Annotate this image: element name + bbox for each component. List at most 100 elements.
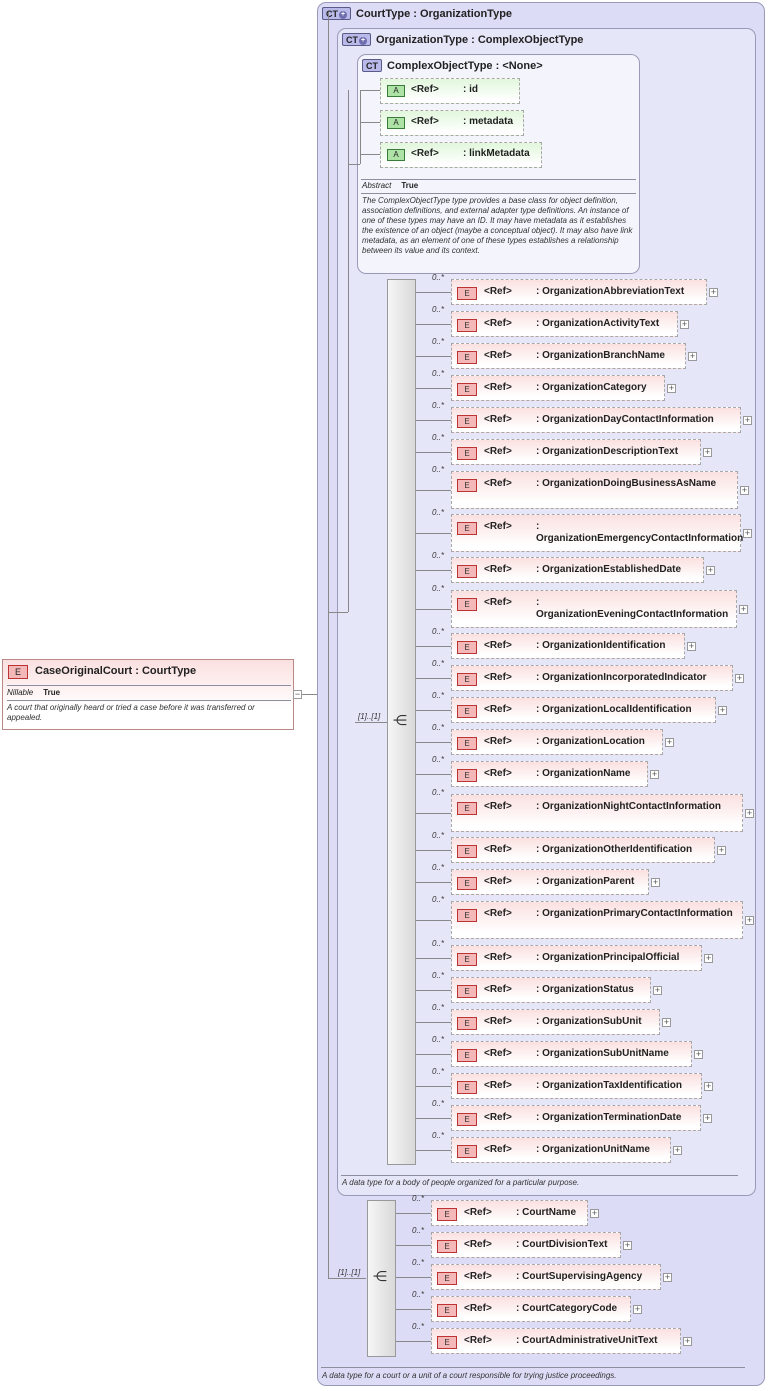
- element-box[interactable]: E<Ref>: OrganizationAbbreviationText: [451, 279, 707, 305]
- element-box[interactable]: E<Ref>: OrganizationOtherIdentification: [451, 837, 715, 863]
- ref-label: <Ref>: [464, 1271, 492, 1282]
- multiplicity: 0..*: [432, 1131, 445, 1140]
- element-box[interactable]: E<Ref>: OrganizationEstablishedDate: [451, 557, 704, 583]
- expand-toggle[interactable]: +: [709, 287, 718, 297]
- expand-toggle[interactable]: +: [745, 808, 754, 818]
- element-icon: E: [457, 351, 477, 364]
- ref-label: <Ref>: [484, 446, 512, 457]
- element-box[interactable]: E<Ref>: CourtCategoryCode: [431, 1296, 631, 1322]
- multiplicity: 0..*: [432, 895, 445, 904]
- complex-type-icon: CT+: [322, 7, 351, 20]
- expand-toggle[interactable]: +: [718, 705, 727, 715]
- expand-toggle[interactable]: +: [703, 1113, 712, 1123]
- element-box[interactable]: E<Ref>: OrganizationLocation: [451, 729, 663, 755]
- element-box[interactable]: E<Ref>: OrganizationDayContactInformatio…: [451, 407, 741, 433]
- ref-label: <Ref>: [464, 1239, 492, 1250]
- element-box[interactable]: E<Ref>: OrganizationSubUnit: [451, 1009, 660, 1035]
- expand-toggle[interactable]: +: [739, 604, 748, 614]
- expand-toggle[interactable]: +: [651, 877, 660, 887]
- element-icon: E: [457, 565, 477, 578]
- expand-toggle[interactable]: +: [743, 415, 752, 425]
- expand-toggle[interactable]: +: [623, 1240, 632, 1250]
- ref-label: <Ref>: [484, 521, 512, 532]
- expand-toggle[interactable]: +: [745, 915, 754, 925]
- element-name: : OrganizationSubUnit: [536, 1016, 642, 1027]
- element-box[interactable]: E<Ref>: OrganizationEmergencyContactInfo…: [451, 514, 743, 552]
- element-box[interactable]: E<Ref>: OrganizationUnitName: [451, 1137, 671, 1163]
- element-box[interactable]: E<Ref>: CourtAdministrativeUnitText: [431, 1328, 681, 1354]
- element-box[interactable]: E<Ref>: OrganizationStatus: [451, 977, 651, 1003]
- element-box[interactable]: E<Ref>: OrganizationActivityText: [451, 311, 678, 337]
- expand-toggle[interactable]: +: [665, 737, 674, 747]
- attribute-box[interactable]: A<Ref>: linkMetadata: [380, 142, 542, 168]
- expand-toggle[interactable]: +: [687, 641, 696, 651]
- element-icon: E: [457, 1017, 477, 1030]
- attribute-box[interactable]: A<Ref>: id: [380, 78, 520, 104]
- element-box[interactable]: E<Ref>: OrganizationSubUnitName: [451, 1041, 692, 1067]
- element-box[interactable]: E<Ref>: OrganizationDoingBusinessAsName: [451, 471, 738, 509]
- element-name: : OrganizationDoingBusinessAsName: [536, 478, 717, 489]
- connector: [328, 12, 329, 1278]
- element-box[interactable]: E<Ref>: OrganizationLocalIdentification: [451, 697, 716, 723]
- element-box[interactable]: E<Ref>: CourtDivisionText: [431, 1232, 621, 1258]
- element-box[interactable]: E<Ref>: OrganizationParent: [451, 869, 649, 895]
- expand-toggle[interactable]: +: [650, 769, 659, 779]
- element-box[interactable]: E<Ref>: OrganizationName: [451, 761, 648, 787]
- element-name: : CourtAdministrativeUnitText: [516, 1335, 658, 1346]
- expand-toggle[interactable]: +: [590, 1208, 599, 1218]
- connector: [416, 388, 451, 389]
- element-box[interactable]: E<Ref>: OrganizationPrimaryContactInform…: [451, 901, 743, 939]
- expand-toggle[interactable]: +: [704, 953, 713, 963]
- expand-toggle[interactable]: +: [667, 383, 676, 393]
- expand-toggle[interactable]: +: [662, 1017, 671, 1027]
- connector: [396, 1245, 431, 1246]
- element-box[interactable]: E<Ref>: OrganizationCategory: [451, 375, 665, 401]
- multiplicity: 0..*: [412, 1290, 425, 1299]
- multiplicity: 0..*: [432, 584, 445, 593]
- element-box[interactable]: E<Ref>: CourtSupervisingAgency: [431, 1264, 661, 1290]
- element-box[interactable]: E<Ref>: OrganizationNightContactInformat…: [451, 794, 743, 832]
- expand-toggle[interactable]: +: [740, 485, 749, 495]
- ref-label: <Ref>: [484, 844, 512, 855]
- expand-toggle[interactable]: +: [673, 1145, 682, 1155]
- element-box[interactable]: E<Ref>: OrganizationTerminationDate: [451, 1105, 701, 1131]
- expand-toggle[interactable]: +: [680, 319, 689, 329]
- organizationtype-header: CT+ OrganizationType : ComplexObjectType: [342, 33, 583, 46]
- expand-toggle[interactable]: +: [703, 447, 712, 457]
- expand-toggle[interactable]: +: [735, 673, 744, 683]
- attribute-icon: A: [387, 149, 405, 161]
- expand-toggle[interactable]: +: [717, 845, 726, 855]
- property-value: True: [401, 181, 419, 190]
- element-box[interactable]: E<Ref>: CourtName: [431, 1200, 588, 1226]
- multiplicity: 0..*: [432, 551, 445, 560]
- element-box[interactable]: E<Ref>: OrganizationIdentification: [451, 633, 685, 659]
- expand-toggle[interactable]: +: [706, 565, 715, 575]
- expand-toggle[interactable]: +: [704, 1081, 713, 1091]
- element-box[interactable]: E<Ref>: OrganizationEveningContactInform…: [451, 590, 737, 628]
- element-box[interactable]: E<Ref>: OrganizationPrincipalOfficial: [451, 945, 702, 971]
- element-icon: E: [457, 769, 477, 782]
- element-box[interactable]: E<Ref>: OrganizationDescriptionText: [451, 439, 701, 465]
- element-icon: E: [457, 319, 477, 332]
- multiplicity: 0..*: [412, 1322, 425, 1331]
- element-box[interactable]: E<Ref>: OrganizationBranchName: [451, 343, 686, 369]
- expand-toggle[interactable]: +: [683, 1336, 692, 1346]
- attribute-box[interactable]: A<Ref>: metadata: [380, 110, 524, 136]
- element-name: : CourtDivisionText: [516, 1239, 608, 1250]
- ref-label: <Ref>: [484, 952, 512, 963]
- connector: [416, 742, 451, 743]
- expand-toggle[interactable]: +: [663, 1272, 672, 1282]
- organization-sequence-bar: [387, 279, 416, 1165]
- expand-toggle[interactable]: +: [743, 528, 752, 538]
- expand-toggle[interactable]: +: [694, 1049, 703, 1059]
- element-box[interactable]: E<Ref>: OrganizationTaxIdentification: [451, 1073, 702, 1099]
- expand-toggle[interactable]: +: [633, 1304, 642, 1314]
- expand-toggle[interactable]: +: [688, 351, 697, 361]
- multiplicity: 0..*: [432, 755, 445, 764]
- element-box[interactable]: E<Ref>: OrganizationIncorporatedIndicato…: [451, 665, 733, 691]
- connector: [328, 1278, 366, 1279]
- collapse-toggle[interactable]: −: [293, 689, 302, 699]
- expand-toggle[interactable]: +: [653, 985, 662, 995]
- element-icon: E: [457, 909, 477, 922]
